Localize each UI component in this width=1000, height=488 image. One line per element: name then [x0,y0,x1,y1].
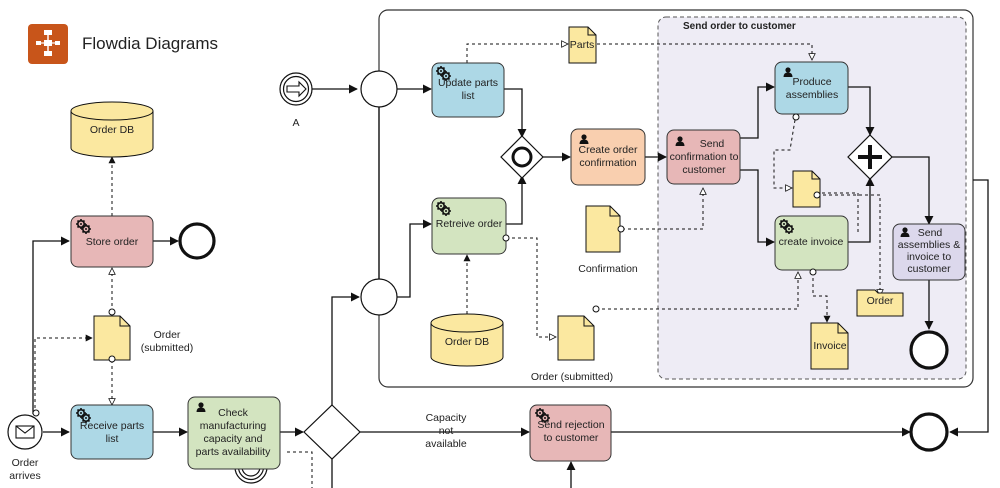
confirmation-label: Confirmation [578,263,638,275]
split-gateway-upper[interactable] [360,70,398,108]
capacity-decision-gateway[interactable] [303,404,361,460]
task-update-label-1: Update parts [438,77,498,89]
task-check-label-3: capacity and [204,433,263,445]
order-submitted-left-label-2: (submitted) [141,342,194,354]
order-db-right-label: Order DB [445,336,489,348]
task-receive-label-1: Receive parts [80,420,144,432]
app-name: Flowdia Diagrams [82,34,219,53]
task-rejection-label-1: Send rejection [537,419,604,431]
order-submitted-left-label-1: Order [154,329,181,341]
order-db-left-label: Order DB [90,124,134,136]
inclusive-gateway[interactable] [500,135,544,179]
data-object-order-small[interactable] [792,170,821,208]
task-send-confirmation[interactable]: Send confirmation to customer [666,129,741,185]
flow-label-3: available [425,438,467,450]
task-send-asm-label-4: customer [907,263,951,275]
task-store-order[interactable]: Store order [70,215,154,268]
order-db-left[interactable]: Order DB [70,101,154,158]
parallel-join-gateway[interactable] [847,134,893,180]
order-arrives-label-1: Order [12,457,39,469]
sequence-flows [32,82,989,488]
data-associations [34,44,880,488]
data-object-order-submitted-left[interactable] [93,308,131,363]
task-send-asm-label-3: invoice to [907,251,952,263]
task-send-conf-label-2: confirmation to [670,151,739,163]
task-send-conf-label-1: Send [700,138,725,150]
task-create-conf-label-2: confirmation [579,157,636,169]
data-object-order-submitted-right[interactable] [557,305,600,361]
task-update-label-2: list [462,90,475,102]
order-db-right[interactable]: Order DB [430,313,504,367]
task-receive-label-2: list [106,433,119,445]
task-send-asm-label-2: assemblies & [898,239,960,251]
order-submitted-right-label: Order (submitted) [531,371,613,383]
task-produce-label-2: assemblies [786,89,839,101]
end-event-send[interactable] [909,330,949,370]
end-event-rejection[interactable] [909,412,949,452]
task-store-order-label: Store order [86,236,139,248]
task-retrieve-label: Retreive order [436,218,503,230]
data-object-order-folded[interactable]: Order [856,289,904,317]
task-check-manufacturing[interactable]: Check manufacturing capacity and parts a… [187,396,281,470]
task-send-assemblies[interactable]: Send assemblies & invoice to customer [892,223,966,281]
parts-label: Parts [570,39,595,51]
event-a-label: A [292,117,299,129]
task-invoice-label: create invoice [779,236,844,248]
data-object-invoice[interactable]: Invoice [810,322,849,370]
order-arrives-label-2: arrives [9,470,41,482]
flow-label-1: Capacity [426,412,468,424]
end-event-store[interactable] [178,222,216,260]
task-receive-parts-list[interactable]: Receive parts list [70,404,154,460]
data-object-confirmation[interactable] [585,205,625,253]
order-small-label: Order [867,295,894,307]
flow-label-2: not [439,425,454,437]
task-create-order-confirmation[interactable]: Create order confirmation [570,128,646,186]
task-produce-label-1: Produce [792,76,831,88]
task-update-parts-list[interactable]: Update parts list [431,62,505,118]
start-event-a[interactable] [279,72,313,106]
task-retrieve-order[interactable]: Retreive order [431,197,510,255]
subprocess-title: Send order to customer [683,21,796,32]
message-start-event[interactable] [7,409,43,450]
task-send-rejection[interactable]: Send rejection to customer [529,404,612,462]
task-create-conf-label-1: Create order [579,144,638,156]
task-produce-assemblies[interactable]: Produce assemblies [774,61,849,121]
task-check-label-1: Check [218,407,249,419]
data-object-parts[interactable]: Parts [568,26,597,64]
task-rejection-label-2: to customer [544,432,599,444]
task-check-label-4: parts availability [196,446,271,458]
task-send-asm-label-1: Send [918,227,943,239]
task-check-label-2: manufacturing [200,420,267,432]
invoice-label: Invoice [813,340,846,352]
task-send-conf-label-3: customer [682,164,726,176]
flowdia-logo-icon [28,24,68,64]
link-arrow-icon [286,80,307,98]
task-create-invoice[interactable]: create invoice [774,215,849,276]
split-gateway-lower[interactable] [360,278,398,316]
app-header: Flowdia Diagrams [28,24,218,64]
